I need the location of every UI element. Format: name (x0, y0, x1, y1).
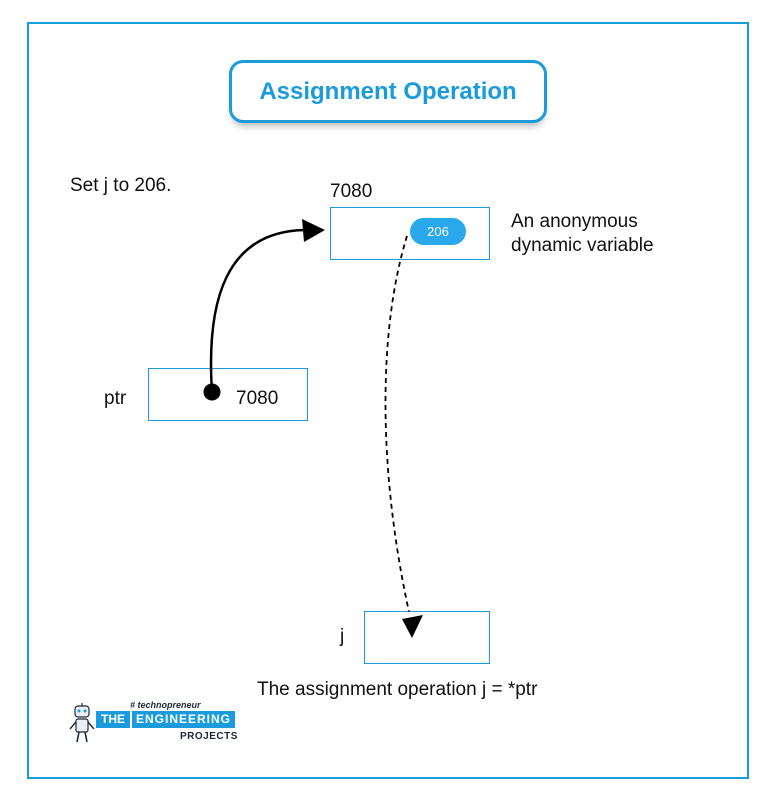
deref-arrowhead (402, 615, 423, 638)
ptr-arrowhead (302, 219, 325, 242)
logo-word-engineering: ENGINEERING (130, 711, 236, 728)
logo-word-projects: PROJECTS (180, 731, 238, 742)
j-box (364, 611, 490, 664)
ptr-label: ptr (104, 388, 127, 409)
title-box: Assignment Operation (229, 60, 547, 123)
deref-arrow-line (384, 235, 410, 613)
anon-value-pill: 206 (410, 218, 466, 245)
ptr-value: 7080 (236, 388, 279, 409)
logo-tagline: # technopreneur (130, 700, 201, 710)
logo-band: THE ENGINEERING (96, 711, 236, 728)
ptr-box (148, 368, 308, 421)
caption-text: The assignment operation j = *ptr (257, 679, 538, 700)
anon-description-line1: An anonymous (511, 211, 638, 232)
ptr-arrow-line (209, 228, 305, 393)
diagram-frame (27, 22, 749, 779)
engineering-projects-logo: # technopreneur THE ENGINEERING PROJECTS (68, 700, 238, 750)
anon-description-line2: dynamic variable (511, 235, 654, 256)
anon-address-label: 7080 (330, 181, 373, 202)
instruction-text: Set j to 206. (70, 175, 172, 196)
j-label: j (340, 626, 345, 647)
diagram-title: Assignment Operation (259, 77, 517, 105)
logo-word-the: THE (96, 711, 130, 728)
robot-icon (69, 703, 95, 743)
